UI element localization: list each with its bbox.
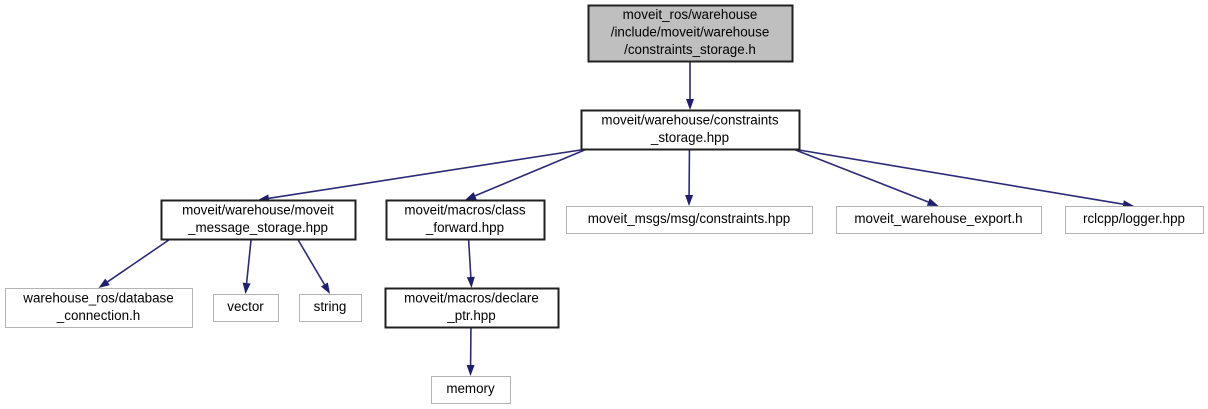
node-label-line: _message_storage.hpp — [187, 220, 328, 235]
node-label-line: moveit_ros/warehouse — [623, 7, 758, 22]
edge-arrowhead-icon — [98, 278, 110, 288]
graph-node-rclcpp-logger[interactable]: rclcpp/logger.hpp — [1065, 206, 1204, 234]
node-label-line: moveit_warehouse_export.h — [854, 211, 1022, 226]
node-box — [213, 294, 279, 322]
node-box — [580, 109, 801, 151]
graph-node-moveit-message-storage[interactable]: moveit/warehouse/moveit _message_storage.… — [160, 199, 357, 241]
edge-arrowhead-icon — [686, 99, 694, 110]
node-label-line: moveit/macros/class — [404, 202, 526, 217]
node-label-line: _forward.hpp — [425, 220, 504, 235]
edge-arrowhead-icon — [926, 198, 939, 206]
nodes-layer: moveit_ros/warehouse/include/moveit/ware… — [5, 4, 1204, 404]
graph-edge-root-to-constraints-storage-hpp — [686, 61, 694, 110]
graph-node-class-forward[interactable]: moveit/macros/class _forward.hpp — [385, 199, 546, 241]
edge-line — [792, 148, 1124, 205]
edge-line — [792, 148, 929, 203]
node-box — [431, 376, 511, 404]
edge-arrowhead-icon — [466, 276, 475, 288]
node-label-line: vector — [227, 299, 264, 314]
edge-line — [474, 148, 588, 197]
node-box — [384, 287, 560, 329]
node-box — [5, 288, 193, 328]
node-box — [160, 199, 357, 241]
node-box — [566, 206, 813, 234]
edge-arrowhead-icon — [466, 364, 475, 376]
graph-edge-class-forward-to-declare-ptr — [466, 238, 475, 288]
graph-node-string[interactable]: string — [299, 294, 362, 322]
graph-edge-constraints-storage-hpp-to-rclcpp-logger — [792, 148, 1134, 209]
graph-node-constraints-storage-hpp[interactable]: moveit/warehouse/constraints _storage.hpp — [580, 109, 801, 151]
node-box — [299, 294, 362, 322]
node-label-line: memory — [446, 381, 495, 396]
graph-node-declare-ptr[interactable]: moveit/macros/declare _ptr.hpp — [384, 287, 560, 329]
edges-layer — [98, 61, 1134, 376]
node-box — [1065, 206, 1204, 234]
edge-line — [107, 238, 171, 283]
graph-edge-constraints-storage-hpp-to-msgs-constraints — [685, 148, 694, 206]
edge-arrowhead-icon — [685, 194, 694, 206]
edge-arrowhead-icon — [465, 192, 477, 200]
graph-node-root[interactable]: moveit_ros/warehouse/include/moveit/ware… — [587, 4, 794, 63]
node-box — [587, 4, 794, 63]
node-label-line: string — [314, 299, 347, 314]
graph-node-warehouse-export[interactable]: moveit_warehouse_export.h — [836, 206, 1042, 234]
edge-line — [296, 238, 326, 285]
graph-edge-declare-ptr-to-memory — [466, 326, 475, 376]
graph-edge-constraints-storage-hpp-to-warehouse-export — [792, 148, 939, 206]
node-label-line: _storage.hpp — [650, 130, 729, 145]
graph-edge-moveit-message-storage-to-vector — [242, 238, 252, 294]
graph-edge-constraints-storage-hpp-to-class-forward — [465, 148, 588, 200]
node-label-line: warehouse_ros/database — [22, 290, 173, 305]
node-label-line: _ptr.hpp — [446, 308, 495, 323]
node-label-line: /constraints_storage.h — [624, 42, 756, 57]
node-box — [836, 206, 1042, 234]
node-label-line: moveit/macros/declare — [404, 290, 539, 305]
edge-arrowhead-icon — [320, 282, 330, 294]
edge-arrowhead-icon — [242, 282, 251, 294]
edge-line — [268, 148, 588, 200]
node-label-line: moveit/warehouse/moveit — [182, 202, 334, 217]
node-label-line: rclcpp/logger.hpp — [1083, 211, 1185, 226]
graph-node-vector[interactable]: vector — [213, 294, 279, 322]
graph-edge-constraints-storage-hpp-to-moveit-message-storage — [258, 148, 588, 203]
graph-node-memory[interactable]: memory — [431, 376, 511, 404]
node-label-line: moveit/warehouse/constraints — [601, 112, 778, 127]
graph-node-database-connection[interactable]: warehouse_ros/database _connection.h — [5, 288, 193, 328]
node-label-line: /include/moveit/warehouse — [611, 25, 770, 40]
node-box — [385, 199, 546, 241]
graph-node-msgs-constraints[interactable]: moveit_msgs/msg/constraints.hpp — [566, 206, 813, 234]
graph-edge-moveit-message-storage-to-string — [296, 238, 330, 294]
edge-line — [245, 238, 252, 284]
graph-edge-moveit-message-storage-to-database-connection — [98, 238, 171, 288]
edge-line — [467, 238, 472, 278]
node-label-line: moveit_msgs/msg/constraints.hpp — [588, 211, 790, 226]
node-label-line: _connection.h — [56, 308, 140, 323]
